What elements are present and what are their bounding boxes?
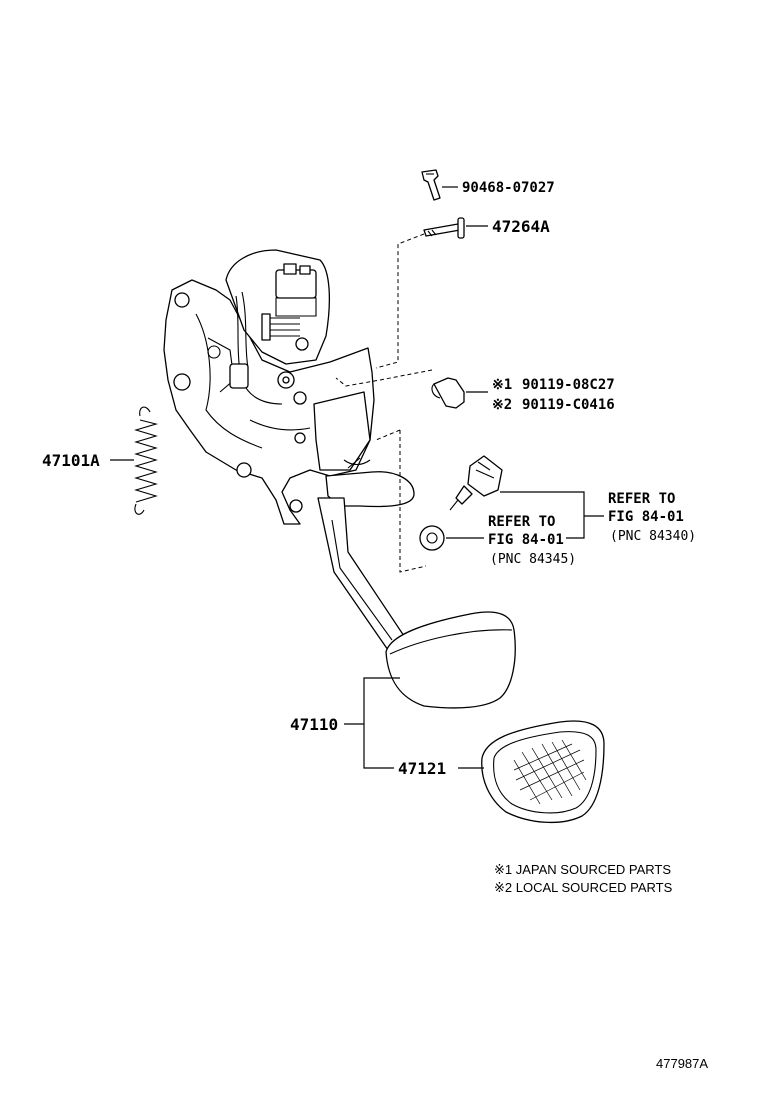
nut-ref-line1: REFER TO	[488, 514, 555, 530]
nut-ref-line2[interactable]: FIG 84-01	[488, 532, 564, 548]
spring-part-number[interactable]: 47101A	[42, 451, 100, 470]
pin-part-number[interactable]: 47264A	[492, 217, 550, 236]
pedal-pad-part-number[interactable]: 47121	[398, 759, 446, 778]
pedal-assy-bracket-line	[363, 677, 400, 769]
switch-ref-line2[interactable]: FIG 84-01	[608, 509, 684, 525]
note-local-sourced: ※2 LOCAL SOURCED PARTS	[494, 880, 673, 895]
pedal-bracket-assembly[interactable]	[163, 249, 415, 525]
pad-tread-pattern	[513, 739, 587, 805]
pedal-assy-part-number[interactable]: 47110	[290, 715, 338, 734]
bolt-icon[interactable]	[431, 377, 465, 409]
pin-dashed-guide	[375, 233, 425, 369]
switch-leader	[500, 491, 585, 539]
clip-icon[interactable]	[421, 169, 441, 201]
stop-lamp-switch-icon[interactable]	[449, 455, 503, 511]
pedal-pad-cover[interactable]	[481, 720, 605, 824]
nut-dashed-guide	[375, 429, 427, 573]
bolt-local-part-number[interactable]: 90119-C0416	[522, 397, 615, 413]
clip-part-number[interactable]: 90468-07027	[462, 180, 555, 196]
pedal-arm[interactable]	[317, 497, 405, 651]
note-japan-sourced: ※1 JAPAN SOURCED PARTS	[494, 862, 671, 877]
nut-icon[interactable]	[419, 525, 445, 551]
switch-ref-pnc: (PNC 84340)	[610, 529, 696, 544]
bolt-local-mark: ※2	[492, 397, 512, 413]
illustration-id: 477987A	[656, 1056, 708, 1071]
return-spring-icon[interactable]	[134, 406, 159, 515]
switch-ref-line1: REFER TO	[608, 491, 675, 507]
bolt-japan-part-number[interactable]: 90119-08C27	[522, 377, 615, 393]
bolt-japan-mark: ※1	[492, 377, 512, 393]
spring-coils	[134, 419, 159, 503]
nut-ref-pnc: (PNC 84345)	[490, 552, 576, 567]
bolt-dashed-guide	[335, 369, 433, 387]
pin-icon[interactable]	[423, 217, 465, 239]
pedal-pad[interactable]	[385, 611, 516, 709]
